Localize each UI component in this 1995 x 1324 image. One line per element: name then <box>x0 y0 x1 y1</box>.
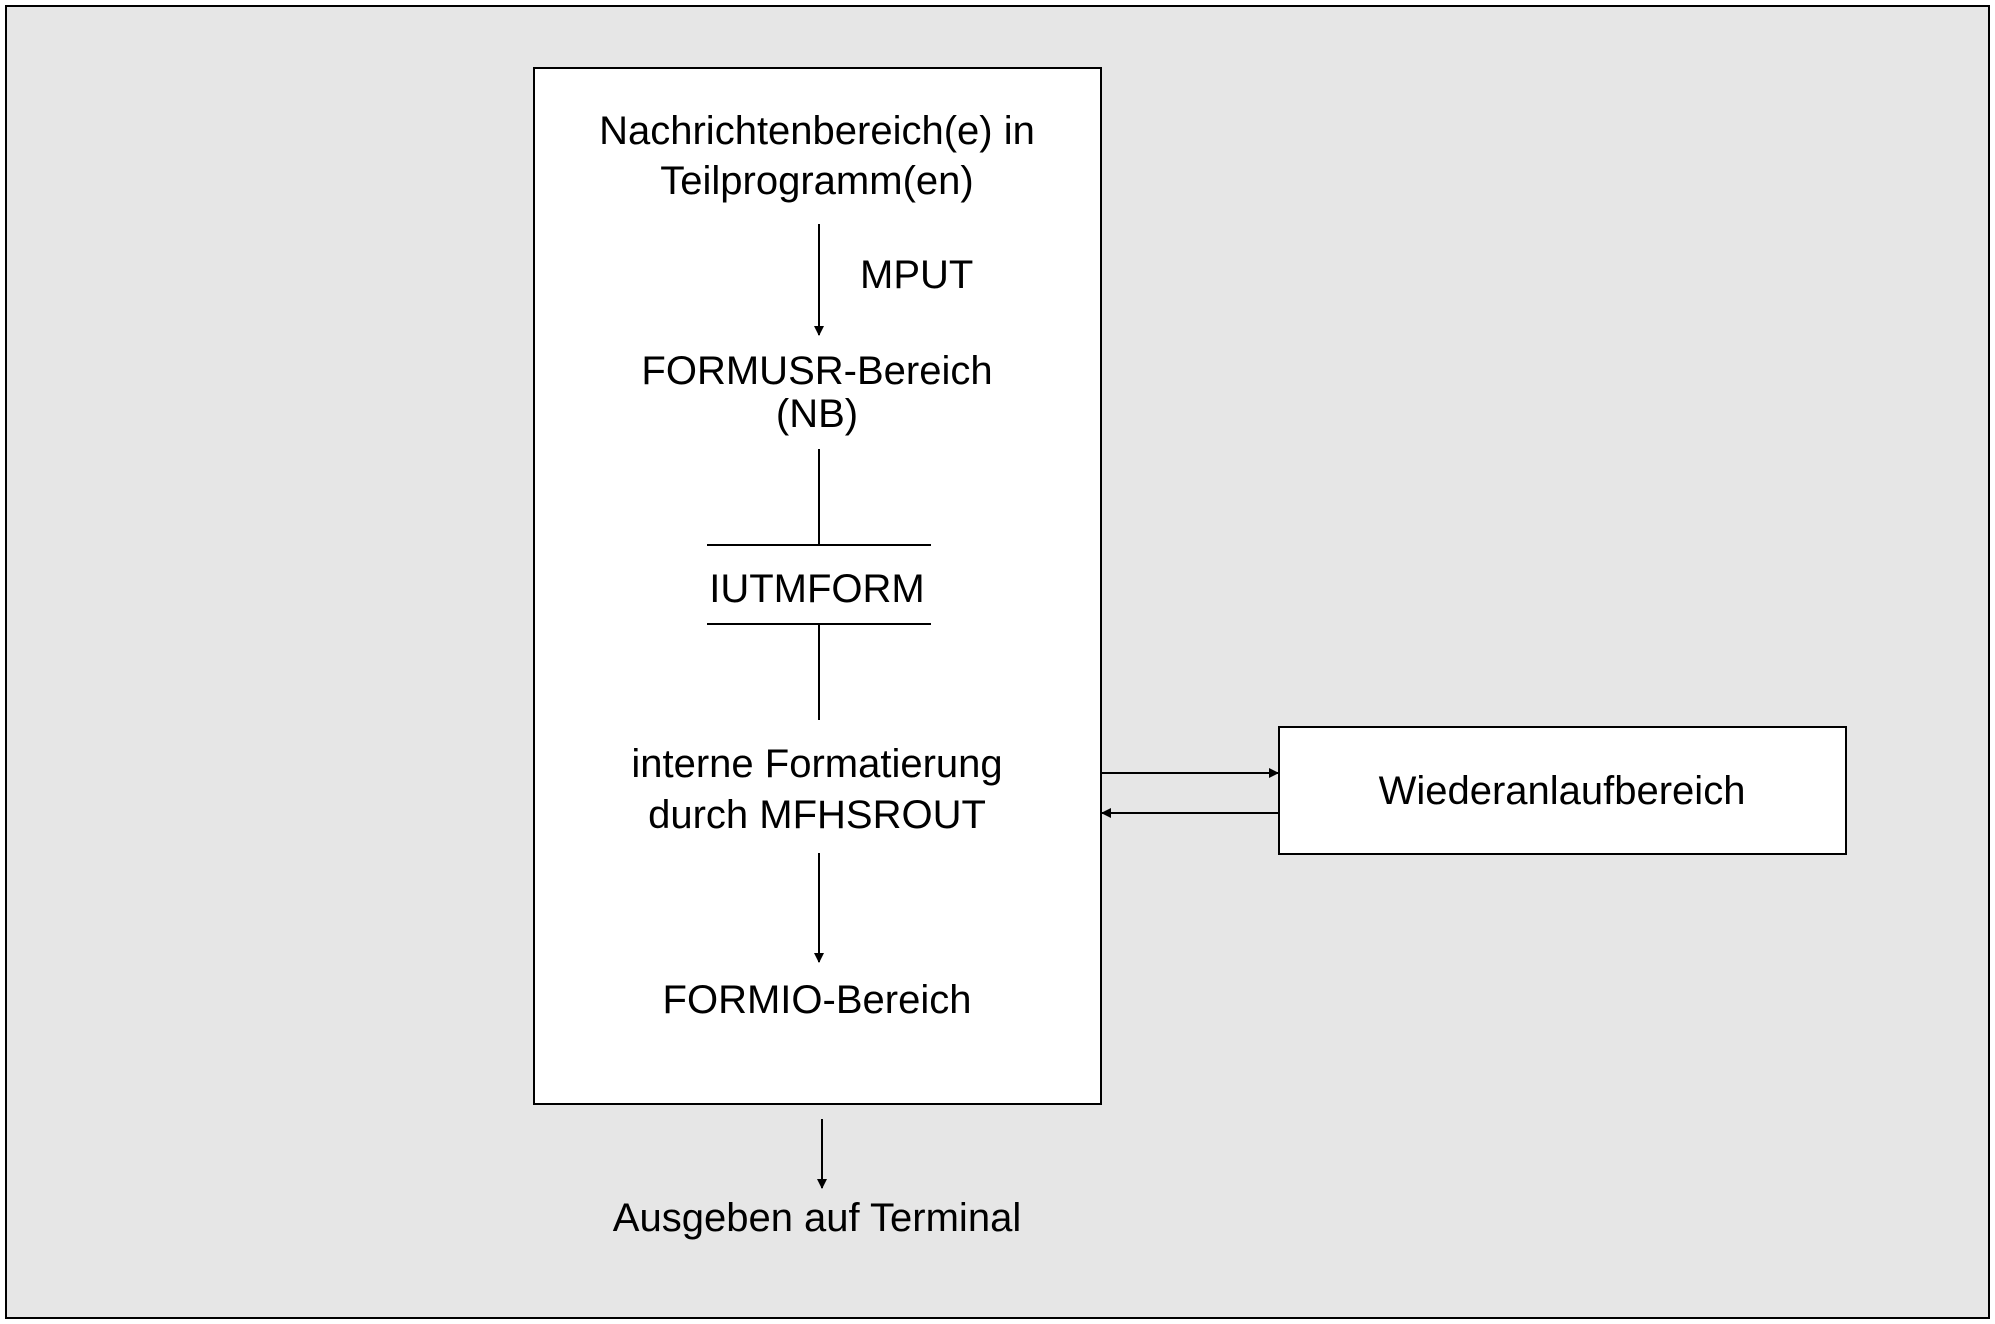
main-process-box <box>533 67 1102 1105</box>
formusr-label-line1: FORMUSR-Bereich <box>641 349 992 393</box>
internal-format-label-line2: durch MFHSROUT <box>648 793 986 837</box>
restart-area-box <box>1278 726 1847 855</box>
formusr-label-line2: (NB) <box>776 392 858 436</box>
iutmform-label: IUTMFORM <box>709 567 925 611</box>
formio-label: FORMIO-Bereich <box>663 978 972 1022</box>
message-area-label-line1: Nachrichtenbereich(e) in <box>599 109 1035 153</box>
message-area-label-line2: Teilprogramm(en) <box>660 159 973 203</box>
output-terminal-label: Ausgeben auf Terminal <box>613 1196 1021 1240</box>
internal-format-label-line1: interne Formatierung <box>631 742 1002 786</box>
mput-label: MPUT <box>860 253 973 297</box>
restart-area-label: Wiederanlaufbereich <box>1379 769 1746 813</box>
